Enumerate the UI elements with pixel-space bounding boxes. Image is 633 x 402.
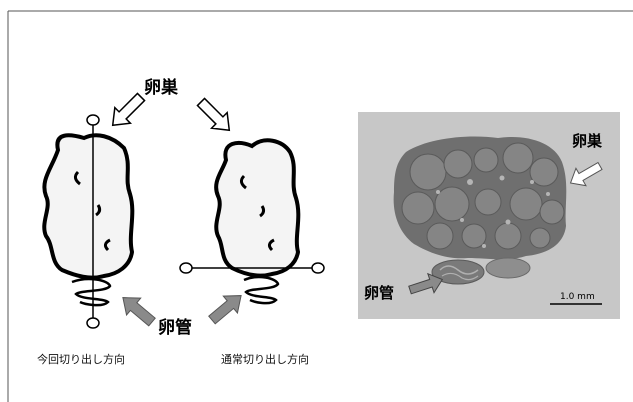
oviduct-coil-right [243,275,280,305]
photo-oviduct-label: 卵管 [364,284,394,302]
ovary-schematic-left [42,114,135,329]
photo-ovary-label: 卵巣 [572,132,603,150]
caption-current-direction: 今回切り出し方向 [37,353,125,366]
follicle-mark [103,238,111,252]
ovary-schematic-right [179,138,325,305]
caption-usual-direction: 通常切り出し方向 [221,353,309,366]
follicle-mark [267,238,275,252]
histology-photo: 1.0 mm 卵巣 卵管 [358,112,620,319]
follicle-mark [95,204,102,217]
ovary-label: 卵巣 [144,77,179,98]
oviduct-tissue [431,257,531,285]
ovary-outline-right [214,138,301,278]
oviduct-coil-left [71,277,112,307]
gray-arrow-icon [408,272,444,295]
scale-bar-label: 1.0 mm [560,292,595,302]
cut-line-end-marker [86,317,100,329]
cut-line-end-marker [86,114,100,126]
hollow-arrow-icon [111,92,146,127]
follicle-mark [73,170,81,186]
hollow-arrow-icon [196,97,231,132]
cut-line-end-marker [179,262,193,274]
white-arrow-icon [569,161,603,187]
follicle-texture [401,142,565,250]
ovary-outline-left [42,133,135,280]
oviduct-label: 卵管 [158,317,192,338]
follicle-mark [259,205,266,218]
follicle-mark [239,174,247,190]
gray-arrow-icon [122,297,156,327]
gray-arrow-icon [208,295,242,325]
stroma-light-spots [436,175,550,248]
cut-line-end-marker [311,262,325,274]
